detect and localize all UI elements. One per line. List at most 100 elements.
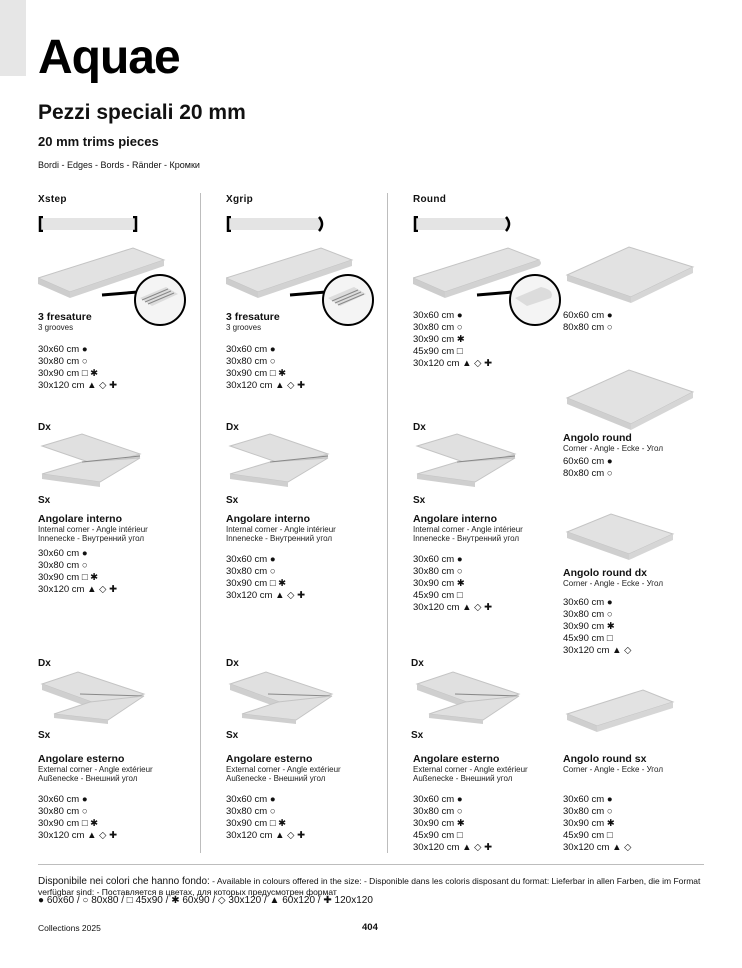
size-line: 30x120 cm ▲ ◇ ✚: [38, 380, 118, 391]
angolo-round-sx-image: [565, 689, 675, 732]
angolo-round-title: Angolo round: [563, 432, 632, 444]
angolo-round-sx-title: Angolo round sx: [563, 753, 647, 765]
sx-label: Sx: [411, 730, 424, 741]
round-external-corner-image: [415, 671, 521, 724]
format-legend: ● 60x60 / ○ 80x80 / □ 45x90 / ✱ 60x90 / …: [38, 895, 373, 906]
size-line: 30x90 cm ✱: [413, 334, 465, 345]
column-header-round: Round: [413, 194, 447, 205]
sx-label: Sx: [38, 495, 51, 506]
availability-note-lead: Disponibile nei colori che hanno fondo:: [38, 876, 210, 887]
internal-corner-sub: Innenecke - Внутренний угол: [38, 534, 145, 543]
size-line: 30x60 cm ●: [413, 310, 463, 321]
round-trim-info: 30x60 cm ● 30x80 cm ○ 30x90 cm ✱ 45x90 c…: [413, 310, 492, 370]
round-external-corner-info: Angolare esterno External corner - Angle…: [413, 754, 528, 854]
profile-round-icon: [413, 216, 511, 232]
size-line: 30x80 cm ○: [38, 560, 88, 571]
size-line: 45x90 cm □: [563, 830, 613, 841]
size-line: 30x120 cm ▲ ◇ ✚: [38, 830, 118, 841]
xstep-trim-sub: 3 grooves: [38, 323, 74, 332]
size-line: 30x90 cm □ ✱: [226, 368, 287, 379]
size-line: 60x60 cm ●: [563, 456, 613, 467]
size-line: 30x80 cm ○: [226, 356, 276, 367]
size-line: 30x60 cm ●: [226, 794, 276, 805]
profile-xgrip-icon: [226, 216, 324, 232]
xstep-external-corner-info: Angolare esterno External corner - Angle…: [38, 754, 153, 842]
external-corner-title: Angolare esterno: [38, 753, 125, 765]
availability-note: Disponibile nei colori che hanno fondo: …: [38, 876, 704, 897]
size-line: 30x120 cm ▲ ◇: [563, 842, 632, 853]
size-line: 80x80 cm ○: [563, 468, 613, 479]
size-line: 80x80 cm ○: [563, 322, 613, 333]
size-line: 30x120 cm ▲ ◇: [563, 645, 632, 656]
xgrip-external-corner-image: [228, 671, 334, 724]
size-line: 30x120 cm ▲ ◇ ✚: [226, 590, 306, 601]
xstep-internal-corner-image: [40, 433, 142, 487]
angolo-round-sx-info: Angolo round sx Corner - Angle - Ecke - …: [563, 754, 663, 854]
section-label: Bordi - Edges - Bords - Ränder - Кромки: [38, 160, 200, 170]
dx-label: Dx: [413, 422, 426, 433]
internal-corner-sub: Innenecke - Внутренний угол: [226, 534, 333, 543]
size-line: 30x90 cm ✱: [563, 621, 615, 632]
size-line: 30x60 cm ●: [38, 548, 88, 559]
size-line: 30x60 cm ●: [413, 794, 463, 805]
size-line: 30x80 cm ○: [38, 356, 88, 367]
size-line: 30x90 cm □ ✱: [38, 572, 99, 583]
internal-corner-title: Angolare interno: [226, 513, 311, 525]
size-line: 30x60 cm ●: [563, 597, 613, 608]
page-subtitle: 20 mm trims pieces: [38, 134, 159, 149]
size-line: 30x80 cm ○: [413, 806, 463, 817]
xgrip-external-corner-info: Angolare esterno External corner - Angle…: [226, 754, 341, 842]
profile-xstep-icon: [38, 216, 138, 232]
dx-label: Dx: [226, 422, 239, 433]
size-line: 45x90 cm □: [413, 590, 463, 601]
size-line: 30x90 cm □ ✱: [226, 818, 287, 829]
external-corner-sub: External corner - Angle extérieur: [38, 765, 153, 774]
angolo-round-sub: Corner - Angle - Ecke - Угол: [563, 444, 663, 453]
sx-label: Sx: [226, 495, 239, 506]
size-line: 30x80 cm ○: [563, 806, 613, 817]
external-corner-title: Angolare esterno: [413, 753, 500, 765]
internal-corner-sub: Innenecke - Внутренний угол: [413, 534, 520, 543]
angolo-round-dx-sub: Corner - Angle - Ecke - Угол: [563, 579, 663, 588]
size-line: 45x90 cm □: [413, 346, 463, 357]
footer-divider: [38, 864, 704, 865]
size-line: 30x120 cm ▲ ◇ ✚: [226, 380, 306, 391]
size-line: 30x90 cm □ ✱: [38, 818, 99, 829]
internal-corner-sub: Internal corner - Angle intérieur: [413, 525, 523, 534]
size-line: 30x60 cm ●: [563, 794, 613, 805]
external-corner-sub: Außenecke - Внешний угол: [38, 774, 138, 783]
angolo-round-dx-image: [565, 513, 675, 560]
xgrip-internal-corner-info: Angolare interno Internal corner - Angle…: [226, 514, 336, 602]
size-line: 30x90 cm ✱: [413, 578, 465, 589]
size-line: 30x80 cm ○: [226, 806, 276, 817]
sx-label: Sx: [413, 495, 426, 506]
angolo-round-info: Angolo round Corner - Angle - Ecke - Уго…: [563, 433, 663, 480]
round-internal-corner-info: Angolare interno Internal corner - Angle…: [413, 514, 523, 614]
size-line: 30x80 cm ○: [226, 566, 276, 577]
sx-label: Sx: [226, 730, 239, 741]
page-number: 404: [362, 922, 378, 933]
size-line: 30x80 cm ○: [413, 566, 463, 577]
size-line: 30x120 cm ▲ ◇ ✚: [413, 602, 493, 613]
size-line: 30x90 cm □ ✱: [38, 368, 99, 379]
size-line: 30x60 cm ●: [226, 344, 276, 355]
external-corner-sub: Außenecke - Внешний угол: [413, 774, 513, 783]
internal-corner-title: Angolare interno: [38, 513, 123, 525]
size-line: 30x80 cm ○: [563, 609, 613, 620]
xgrip-trim-sub: 3 grooves: [226, 323, 262, 332]
angolo-round-dx-title: Angolo round dx: [563, 567, 647, 579]
angolo-round-image: [565, 369, 695, 430]
round-square-image: [565, 246, 695, 303]
column-header-xstep: Xstep: [38, 194, 67, 205]
xgrip-trim-title: 3 fresature: [226, 311, 280, 323]
size-line: 30x90 cm □ ✱: [226, 578, 287, 589]
size-line: 30x120 cm ▲ ◇ ✚: [226, 830, 306, 841]
collection-label: Collections 2025: [38, 923, 101, 933]
size-line: 45x90 cm □: [413, 830, 463, 841]
angolo-round-dx-info: Angolo round dx Corner - Angle - Ecke - …: [563, 568, 663, 657]
external-corner-sub: Außenecke - Внешний угол: [226, 774, 326, 783]
xstep-trim-info: 3 fresature 3 grooves 30x60 cm ● 30x80 c…: [38, 312, 117, 392]
round-internal-corner-image: [415, 433, 517, 487]
size-line: 30x120 cm ▲ ◇ ✚: [413, 842, 493, 853]
size-line: 30x60 cm ●: [38, 344, 88, 355]
